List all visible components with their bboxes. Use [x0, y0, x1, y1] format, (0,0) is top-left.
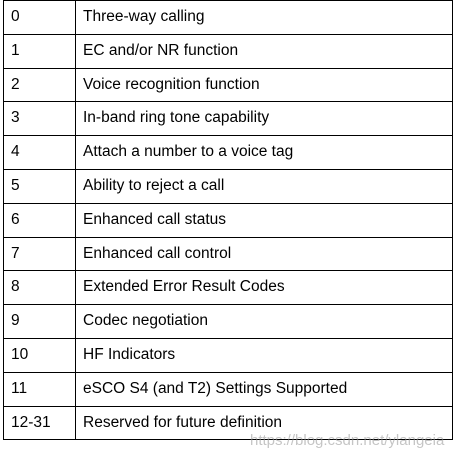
feature-cell: Enhanced call status [75, 202, 453, 238]
feature-cell: Codec negotiation [75, 304, 453, 339]
feature-cell: Extended Error Result Codes [75, 270, 453, 306]
bit-cell: 4 [3, 135, 76, 170]
bit-cell: 6 [3, 202, 76, 238]
bit-cell: 8 [3, 270, 76, 306]
feature-cell: Three-way calling [75, 0, 453, 35]
bit-cell: 5 [3, 168, 76, 204]
bit-cell: 12-31 [3, 405, 76, 441]
bit-cell: 3 [3, 101, 76, 137]
feature-cell: EC and/or NR function [75, 33, 453, 69]
feature-cell: Voice recognition function [75, 67, 453, 103]
bit-cell: 0 [3, 0, 76, 35]
bit-cell: 9 [3, 304, 76, 339]
feature-cell: In-band ring tone capability [75, 101, 453, 137]
feature-cell: Ability to reject a call [75, 168, 453, 204]
bit-cell: 7 [3, 236, 76, 272]
feature-cell: Reserved for future definition [75, 405, 453, 441]
feature-cell: HF Indicators [75, 337, 453, 373]
bit-cell: 10 [3, 337, 76, 373]
feature-cell: Attach a number to a voice tag [75, 135, 453, 170]
bit-cell: 2 [3, 67, 76, 103]
bit-cell: 1 [3, 33, 76, 69]
feature-cell: Enhanced call control [75, 236, 453, 272]
feature-cell: eSCO S4 (and T2) Settings Supported [75, 371, 453, 407]
bit-cell: 11 [3, 371, 76, 407]
